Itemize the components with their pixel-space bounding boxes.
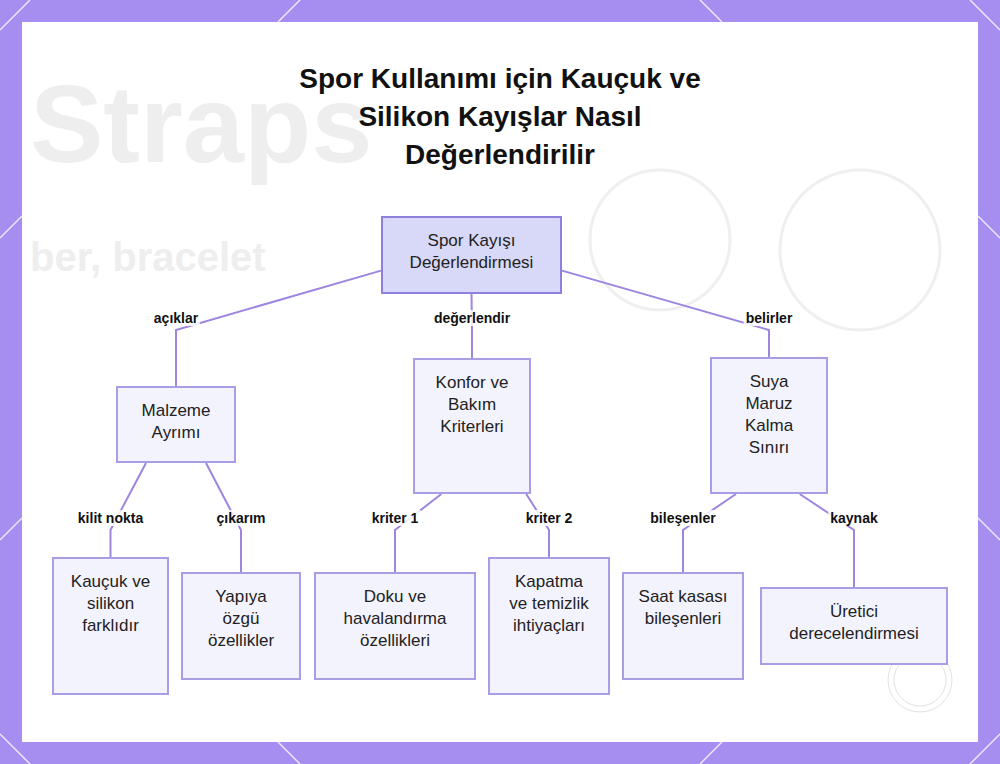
- edge-label: kilit nokta: [76, 510, 145, 526]
- connector-line: [800, 494, 854, 587]
- concept-box: Malzeme Ayrımı: [116, 386, 236, 463]
- edge-label: kriter 2: [524, 510, 575, 526]
- concept-box: Saat kasası bileşenleri: [622, 572, 744, 680]
- edge-label: bileşenler: [648, 510, 717, 526]
- connector-line: [683, 494, 736, 572]
- root-box: Spor Kayışı Değerlendirmesi: [381, 216, 562, 294]
- node-text: Yapıya özgü özellikler: [197, 586, 285, 652]
- node-text: Malzeme Ayrımı: [132, 400, 220, 444]
- node-text: Doku ve havalandırma özellikleri: [330, 586, 460, 652]
- node-text: Suya Maruz Kalma Sınırı: [726, 371, 812, 459]
- edge-label: açıklar: [152, 310, 200, 326]
- node-text: Saat kasası bileşenleri: [638, 586, 728, 630]
- connector-line: [562, 271, 769, 357]
- edge-label: kaynak: [828, 510, 879, 526]
- edge-label: değerlendir: [432, 310, 512, 326]
- concept-box: Suya Maruz Kalma Sınırı: [710, 357, 828, 494]
- edge-label: çıkarım: [214, 510, 267, 526]
- concept-box: Kauçuk ve silikon farklıdır: [52, 557, 169, 695]
- node-text: Üretici derecelendirmesi: [776, 601, 932, 645]
- node-text: Spor Kayışı Değerlendirmesi: [397, 230, 546, 274]
- concept-box: Doku ve havalandırma özellikleri: [314, 572, 476, 680]
- concept-box: Üretici derecelendirmesi: [760, 587, 948, 665]
- edge-label: belirler: [744, 310, 795, 326]
- concept-box: Konfor ve Bakım Kriterleri: [413, 358, 531, 494]
- node-text: Kauçuk ve silikon farklıdır: [68, 571, 153, 637]
- connector-line: [176, 271, 381, 386]
- concept-box: Kapatma ve temizlik ihtiyaçları: [488, 557, 610, 695]
- edge-label: kriter 1: [370, 510, 421, 526]
- watermark-text: ber, bracelet: [30, 235, 266, 280]
- node-text: Konfor ve Bakım Kriterleri: [429, 372, 515, 438]
- connector-line: [395, 494, 441, 572]
- connector-line: [471, 294, 474, 358]
- concept-box: Yapıya özgü özellikler: [181, 572, 301, 680]
- diagram-title: Spor Kullanımı için Kauçuk ve Silikon Ka…: [265, 60, 735, 174]
- node-text: Kapatma ve temizlik ihtiyaçları: [504, 571, 594, 637]
